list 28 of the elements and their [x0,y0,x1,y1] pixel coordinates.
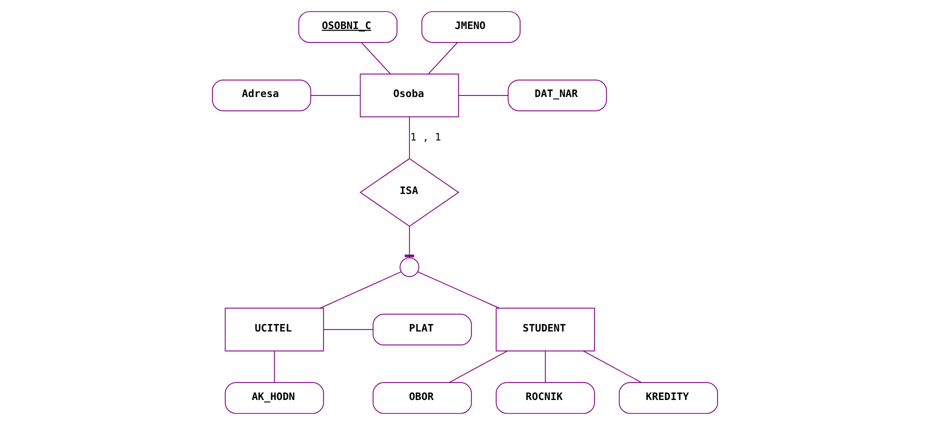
connector [418,271,500,309]
node-box: AK_HODN [224,382,324,414]
connector [404,226,414,258]
node-box: OSOBNI_C [298,11,398,43]
connector [320,271,402,309]
connector [448,350,508,383]
edge-label: 1 , 1 [410,131,442,144]
node-circle [400,257,420,278]
connector [582,350,642,383]
node-box: UCITEL [224,308,324,352]
node-box: OBOR [372,382,472,414]
connector [274,350,275,383]
node-box: KREDITY [618,382,718,414]
node-box: JMENO [421,11,521,43]
connector [310,94,361,96]
connector [458,94,508,96]
node-box: Osoba [360,74,460,118]
connector [409,116,410,159]
node-box: DAT_NAR [508,80,607,112]
connector [323,329,374,330]
node-box: Adresa [212,80,312,112]
node-diamond: ISA [360,158,460,227]
node-box: STUDENT [496,308,595,352]
connector [428,42,458,74]
connector [544,350,546,383]
node-box: PLAT [372,314,472,346]
node-box: ROCNIK [496,382,595,414]
connector [361,42,391,74]
